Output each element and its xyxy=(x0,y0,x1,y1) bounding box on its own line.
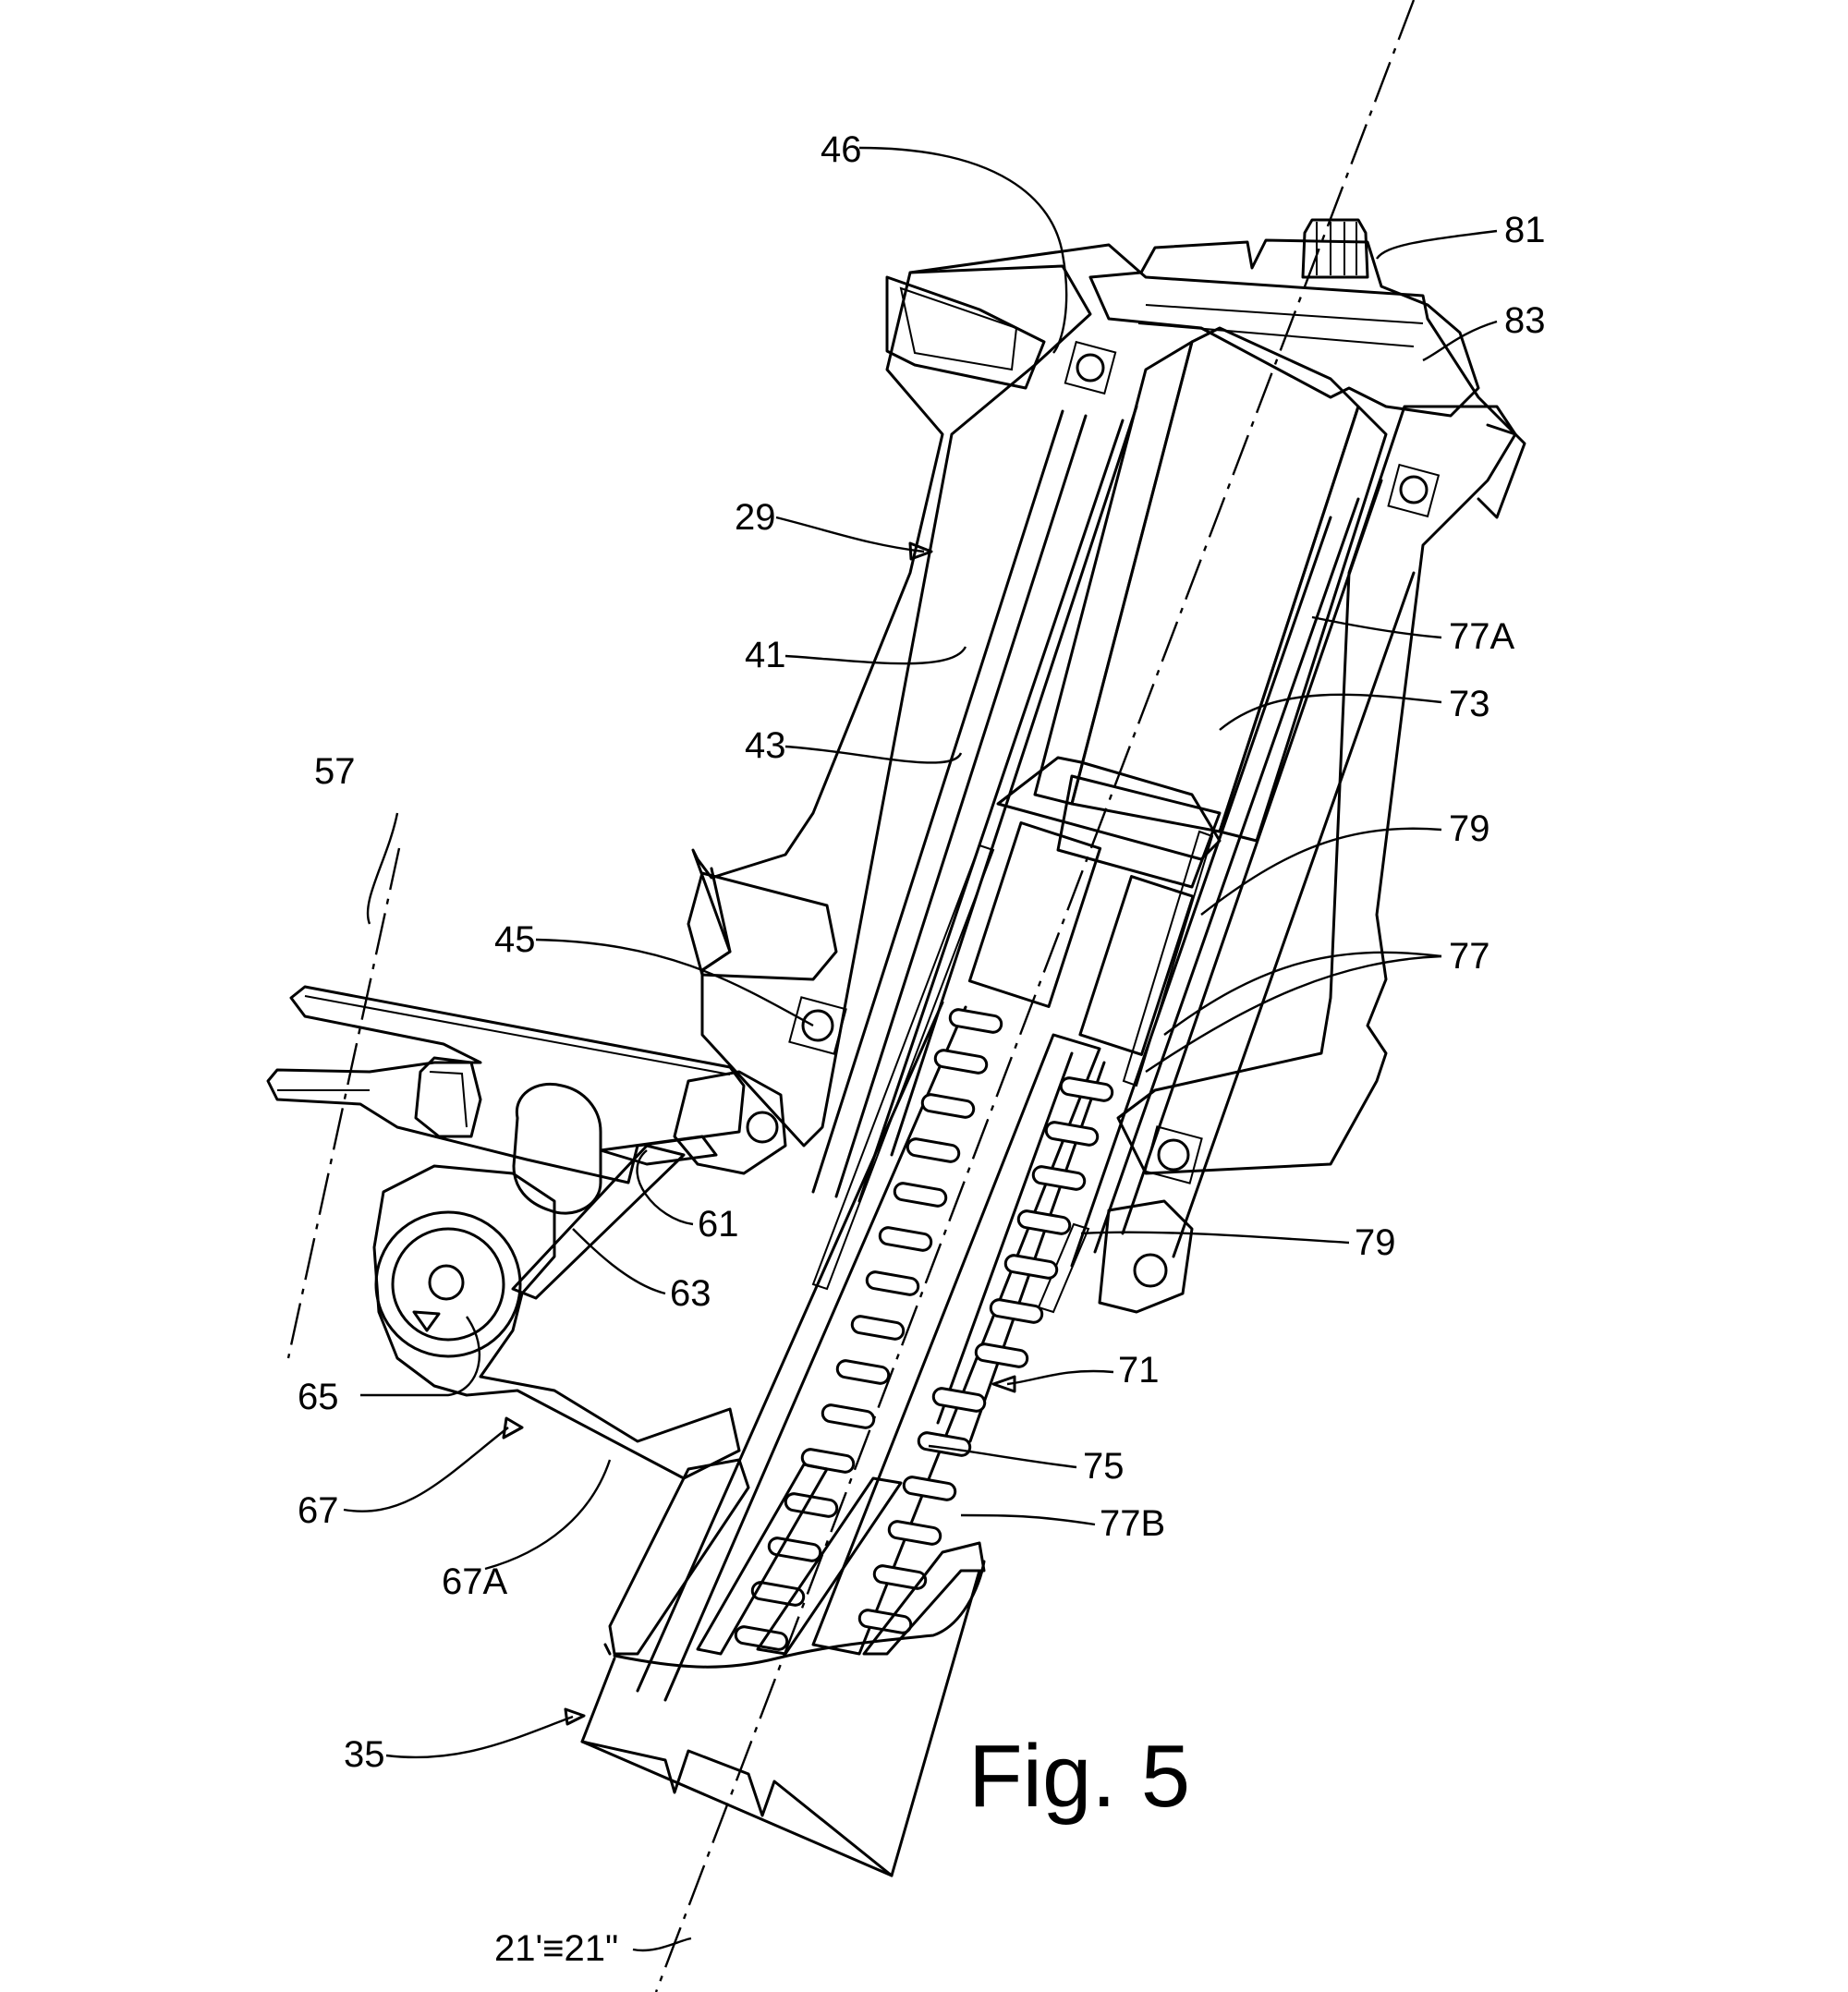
upper-lug xyxy=(885,275,1046,390)
label-65: 65 xyxy=(298,1377,339,1417)
label-79-lower: 79 xyxy=(1355,1222,1396,1263)
label-67: 67 xyxy=(298,1490,339,1531)
fork-crown xyxy=(608,1458,750,1656)
break-symbol xyxy=(580,1740,894,1877)
label-79-upper: 79 xyxy=(1449,808,1490,849)
leader-lines xyxy=(343,146,1498,1952)
bearing-right-ball xyxy=(1399,475,1429,504)
lower-lug xyxy=(687,871,838,981)
label-67a: 67A xyxy=(442,1561,507,1602)
reference-labels: 46 81 83 29 77A 41 73 43 79 57 45 77 61 … xyxy=(298,129,1546,1969)
top-cap-83 xyxy=(1088,218,1480,418)
label-57: 57 xyxy=(314,751,356,792)
sleeve-79-upper xyxy=(1122,830,1214,1087)
spring-75 xyxy=(734,1008,1114,1651)
right-boss xyxy=(1098,1199,1194,1314)
boss-65 xyxy=(374,1210,522,1358)
label-77: 77 xyxy=(1449,936,1490,977)
steering-tube-walls xyxy=(811,405,1416,1268)
figure-title: Fig. 5 xyxy=(968,1727,1190,1826)
steerer-35 xyxy=(580,1569,981,1877)
guide-rod-77b xyxy=(756,1476,903,1656)
bearing-45-ball xyxy=(801,1009,834,1042)
label-29: 29 xyxy=(735,497,776,538)
label-46: 46 xyxy=(821,129,862,170)
link-63 xyxy=(511,1144,686,1300)
lever-assembly xyxy=(266,985,787,1480)
bushing-block-left xyxy=(967,820,1102,1009)
inner-tube-73 xyxy=(1070,326,1360,833)
label-61: 61 xyxy=(698,1204,739,1245)
label-71: 71 xyxy=(1118,1350,1160,1391)
lower-tube-71 xyxy=(636,1001,1106,1702)
label-63: 63 xyxy=(670,1273,711,1314)
label-81: 81 xyxy=(1504,210,1546,250)
label-75: 75 xyxy=(1083,1446,1125,1487)
label-21: 21'≡21" xyxy=(494,1928,618,1969)
label-83: 83 xyxy=(1504,300,1546,341)
bearing-46-ball xyxy=(1076,353,1105,383)
label-35: 35 xyxy=(344,1734,385,1775)
label-45: 45 xyxy=(494,919,536,960)
piston-core xyxy=(996,756,1222,861)
steering-axis-line xyxy=(654,0,1416,1992)
label-43: 43 xyxy=(745,725,786,766)
sleeve-79-lower xyxy=(811,844,995,1291)
label-41: 41 xyxy=(745,635,786,675)
axis-57-line xyxy=(286,847,401,1359)
bushing-block-right xyxy=(1078,875,1195,1056)
lever-67 xyxy=(372,1164,741,1480)
arm-61 xyxy=(599,1135,718,1166)
label-73: 73 xyxy=(1449,684,1490,724)
breakout-edge xyxy=(613,1560,986,1669)
label-77b: 77B xyxy=(1100,1503,1165,1544)
housing-29 xyxy=(691,243,1517,1175)
nut-81 xyxy=(1301,218,1369,279)
label-77a: 77A xyxy=(1449,616,1514,657)
bearing-lower-right-ball xyxy=(1157,1138,1190,1172)
